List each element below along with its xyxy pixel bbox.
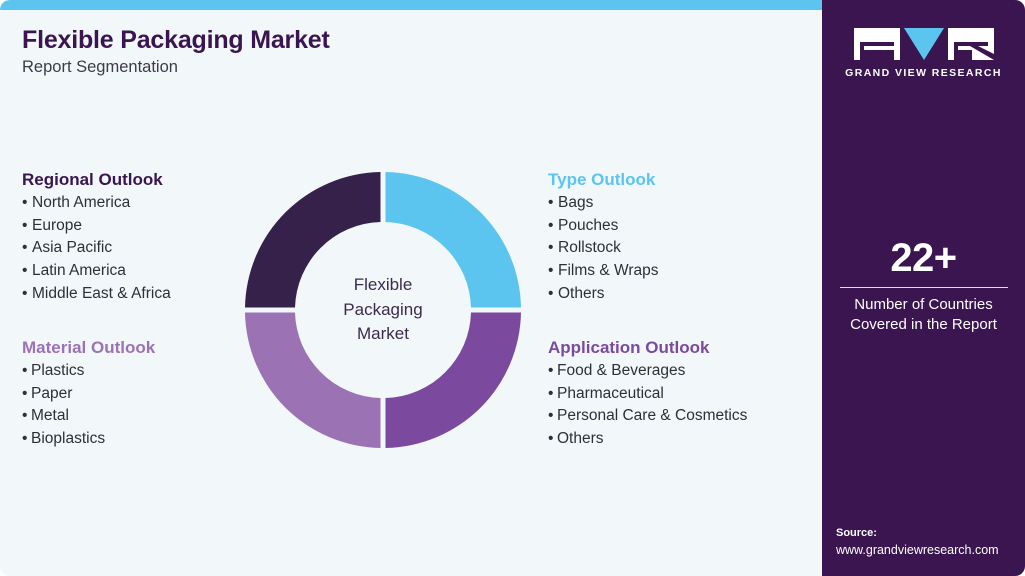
- source-url[interactable]: www.grandviewresearch.com: [836, 543, 999, 557]
- regional-outlook-block: Regional Outlook North America Europe As…: [22, 170, 171, 306]
- material-outlook-heading: Material Outlook: [22, 338, 156, 357]
- stat-caption-line-2: Covered in the Report: [850, 316, 997, 333]
- brand-logo: GRAND VIEW RESEARCH: [822, 28, 1025, 79]
- list-item: Food & Beverages: [548, 360, 747, 383]
- type-outlook-heading: Type Outlook: [548, 170, 656, 189]
- countries-stat: 22+ Number of Countries Covered in the R…: [822, 236, 1025, 335]
- logo-r-icon: [947, 28, 994, 60]
- material-outlook-list: Plastics Paper Metal Bioplastics: [22, 360, 155, 451]
- list-item: Plastics: [22, 360, 155, 383]
- type-outlook-block: Type Outlook Bags Pouches Rollstock Film…: [548, 170, 658, 306]
- donut-segment-regional: [245, 172, 381, 308]
- page-subtitle: Report Segmentation: [22, 58, 178, 76]
- list-item: Middle East & Africa: [22, 283, 171, 306]
- donut-segment-application: [385, 312, 521, 448]
- material-outlook-block: Material Outlook Plastics Paper Metal Bi…: [22, 338, 155, 451]
- application-outlook-list: Food & Beverages Pharmaceutical Personal…: [548, 360, 747, 451]
- application-outlook-block: Application Outlook Food & Beverages Pha…: [548, 338, 747, 451]
- regional-outlook-list: North America Europe Asia Pacific Latin …: [22, 192, 171, 306]
- content-area: Flexible Packaging Market Report Segment…: [0, 0, 822, 576]
- type-outlook-list: Bags Pouches Rollstock Films & Wraps Oth…: [548, 192, 658, 306]
- top-accent-bar: [0, 0, 822, 10]
- regional-outlook-heading: Regional Outlook: [22, 170, 163, 189]
- donut-segment-material: [245, 312, 381, 448]
- list-item: Others: [548, 283, 658, 306]
- list-item: North America: [22, 192, 171, 215]
- donut-svg: [245, 172, 521, 448]
- logo-wordmark: GRAND VIEW RESEARCH: [845, 67, 1002, 79]
- list-item: Pharmaceutical: [548, 383, 747, 406]
- list-item: Bioplastics: [22, 428, 155, 451]
- segmentation-donut-chart: Flexible Packaging Market: [243, 170, 523, 450]
- donut-segment-type: [385, 172, 521, 308]
- list-item: Others: [548, 428, 747, 451]
- application-outlook-heading: Application Outlook: [548, 338, 710, 357]
- list-item: Rollstock: [548, 237, 658, 260]
- logo-v-triangle-icon: [903, 28, 944, 60]
- list-item: Europe: [22, 215, 171, 238]
- logo-marks: [853, 28, 994, 60]
- list-item: Bags: [548, 192, 658, 215]
- source-label: Source:: [836, 527, 877, 539]
- stat-divider: [839, 287, 1008, 288]
- list-item: Metal: [22, 405, 155, 428]
- list-item: Asia Pacific: [22, 237, 171, 260]
- list-item: Personal Care & Cosmetics: [548, 405, 747, 428]
- list-item: Pouches: [548, 215, 658, 238]
- logo-g-icon: [853, 28, 900, 60]
- stat-caption-line-1: Number of Countries: [854, 296, 993, 313]
- source-footer: Source: www.grandviewresearch.com: [836, 525, 999, 559]
- list-item: Films & Wraps: [548, 260, 658, 283]
- side-panel: GRAND VIEW RESEARCH 22+ Number of Countr…: [822, 0, 1025, 576]
- list-item: Paper: [22, 383, 155, 406]
- page-title: Flexible Packaging Market: [22, 26, 330, 54]
- stat-number: 22+: [890, 236, 957, 280]
- list-item: Latin America: [22, 260, 171, 283]
